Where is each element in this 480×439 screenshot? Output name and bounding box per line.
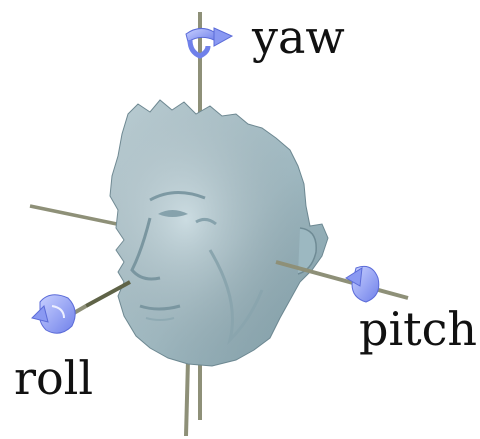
yaw-label: yaw [252, 14, 345, 60]
pitch-label: pitch [359, 306, 477, 352]
head-model [110, 100, 328, 366]
roll-label: roll [14, 355, 93, 401]
yaw-rotation-arrow-icon [186, 28, 232, 56]
yaw-axis-rod-lower [186, 360, 188, 436]
roll-rotation-arrow-icon [32, 295, 75, 333]
